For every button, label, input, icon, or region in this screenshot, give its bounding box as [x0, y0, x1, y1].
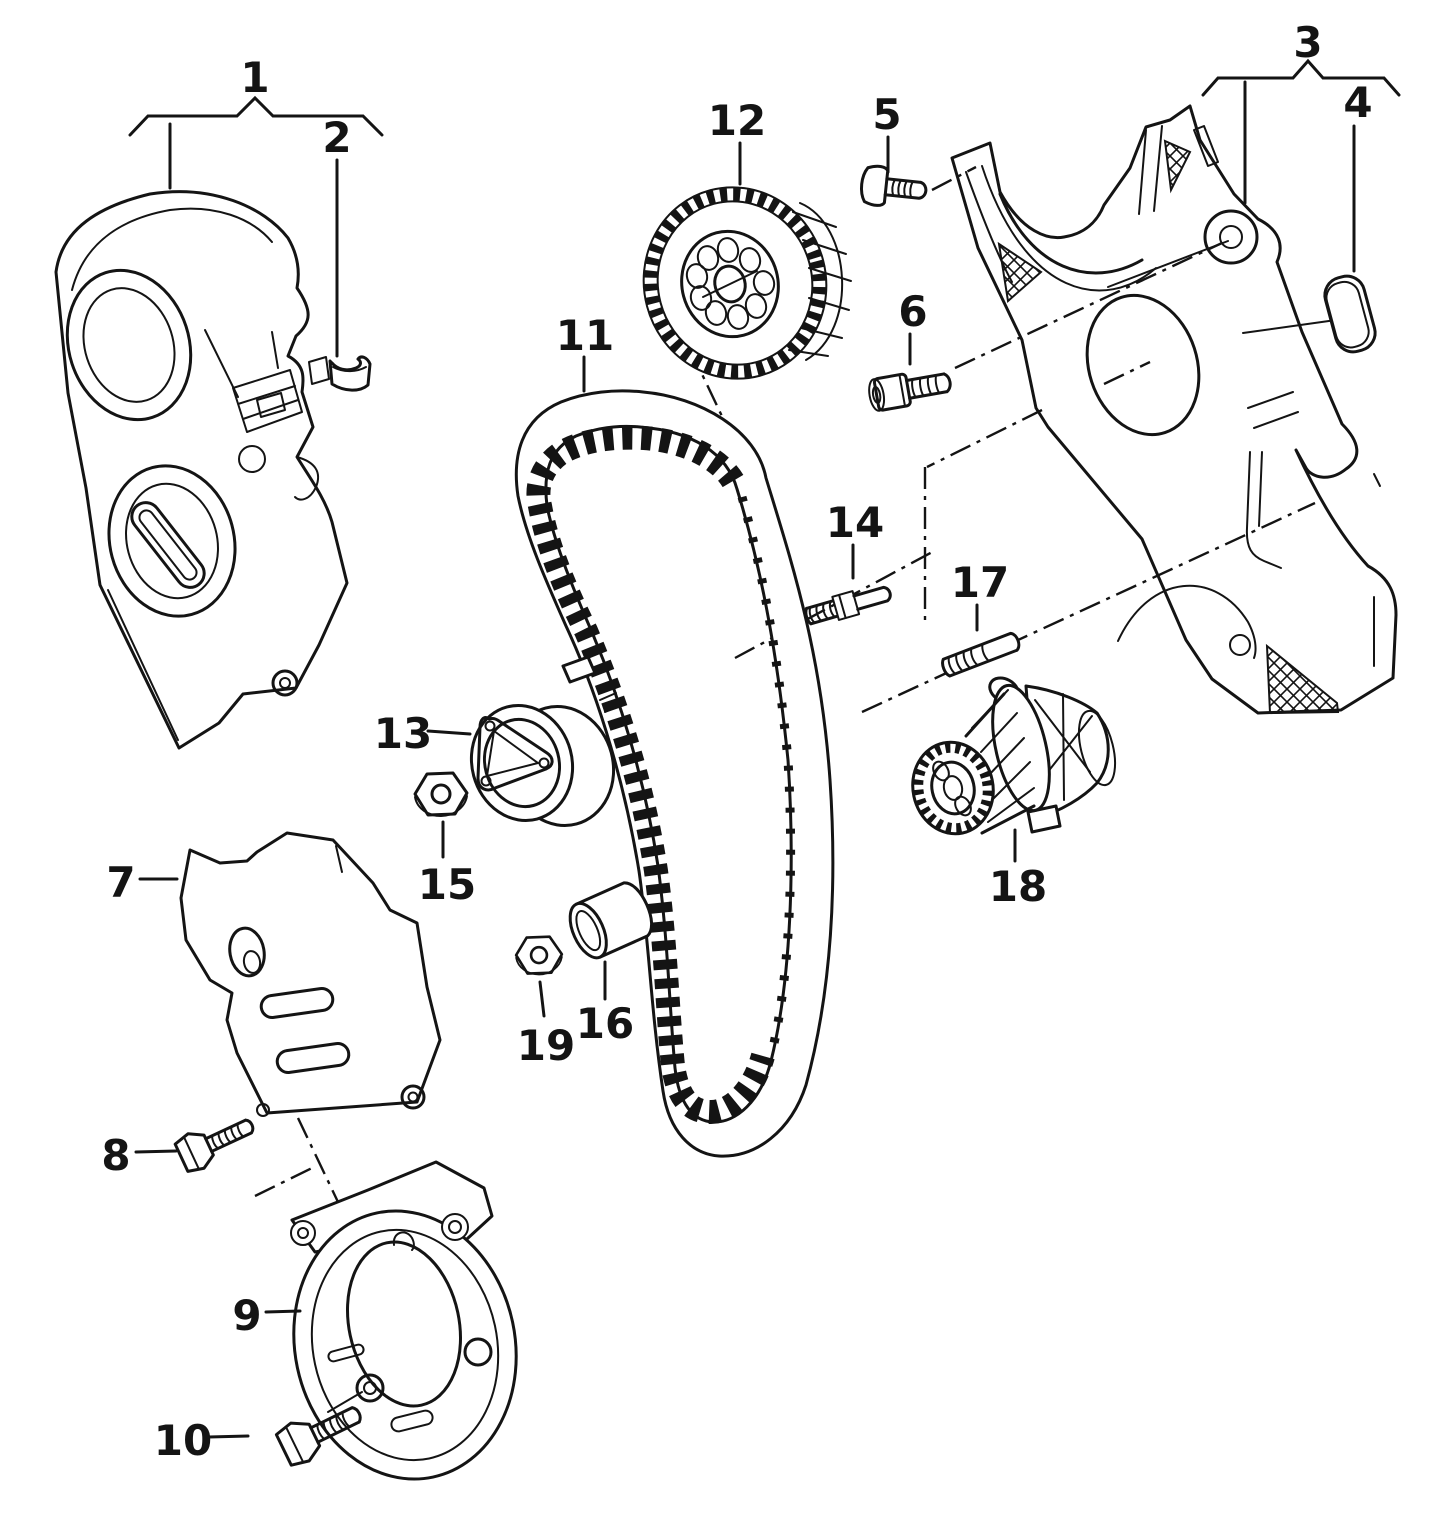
callout-5: 5: [872, 90, 901, 139]
callout-18: 18: [989, 862, 1047, 911]
callout-11: 11: [556, 311, 614, 360]
callout-15: 15: [418, 860, 476, 909]
part-stud-14: [804, 585, 892, 626]
part-middle-cover: [179, 831, 442, 1117]
part-bolt-6: [868, 372, 952, 412]
part-water-pump: [911, 676, 1117, 836]
callout-10: 10: [154, 1416, 212, 1465]
callout-lines: [128, 58, 1401, 1439]
callout-7: 7: [106, 858, 135, 907]
callout-17: 17: [951, 558, 1009, 607]
callout-13: 13: [374, 709, 432, 758]
part-lower-plate: [290, 1160, 518, 1481]
part-rear-timing-cover: [950, 104, 1398, 715]
callout-12: 12: [708, 96, 766, 145]
part-nut-15: [413, 771, 469, 817]
part-nut-19: [514, 935, 564, 976]
part-bolt-8: [173, 1118, 255, 1173]
callout-19: 19: [517, 1021, 575, 1070]
part-bolt-10: [274, 1406, 362, 1467]
part-tensioner: [469, 655, 622, 827]
part-stud-17: [941, 631, 1021, 678]
bracket-1: [128, 95, 384, 137]
callout-3: 3: [1293, 18, 1322, 67]
callout-14: 14: [826, 498, 884, 547]
callout-8: 8: [101, 1131, 130, 1180]
callout-4: 4: [1343, 78, 1372, 127]
callout-2: 2: [322, 113, 351, 162]
callout-16: 16: [576, 999, 634, 1048]
callout-6: 6: [898, 287, 927, 336]
part-clip: [308, 355, 372, 392]
part-upper-timing-cover: [54, 190, 349, 750]
callout-1: 1: [240, 53, 269, 102]
part-plug: [1242, 274, 1377, 354]
part-roller-16: [568, 881, 654, 960]
callout-9: 9: [232, 1291, 261, 1340]
part-cam-sprocket: [642, 186, 852, 380]
bracket-3: [1201, 58, 1401, 97]
callout-labels: 1 2 3 4 5 6 7 8 9 10 11 12 13 14 15 16 1…: [101, 18, 1372, 1465]
part-bolt-5: [859, 164, 928, 207]
